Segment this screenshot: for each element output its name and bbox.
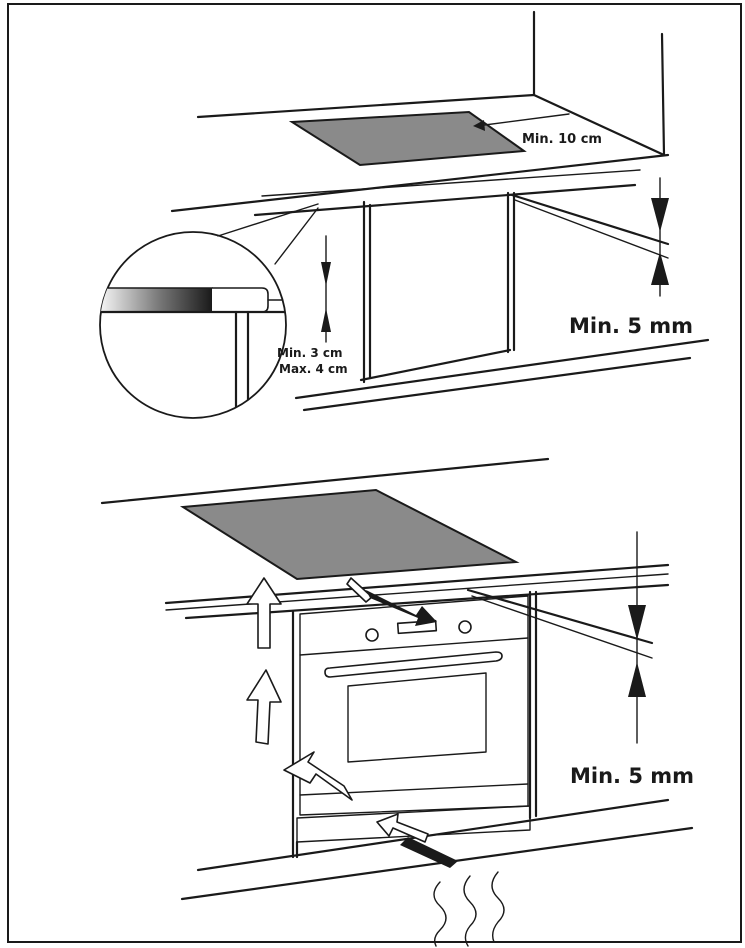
oven-knob-right <box>458 620 472 634</box>
air-inlet-arrow <box>376 813 458 868</box>
hob-top <box>288 110 527 167</box>
airflow-diag-arrow <box>283 751 353 801</box>
airflow-up-arrow-1 <box>246 577 282 649</box>
airflow-up-arrow-2 <box>246 669 282 745</box>
top-side-gap-label: Min. 10 cm <box>522 132 602 147</box>
top-clearance-label: Min. 5 mm <box>569 314 693 338</box>
side-gap-arrow <box>473 113 570 131</box>
worktop-section <box>100 287 213 313</box>
air-outlet-arrow <box>346 577 437 626</box>
hob-bottom <box>179 488 520 581</box>
top-clearance-dimension <box>651 177 669 297</box>
bottom-scene: Min. 5 mm <box>100 457 694 947</box>
detail-min-label: Min. 3 cm <box>277 346 342 360</box>
top-scene: Min. 10 cm Min. 5 mm <box>170 10 710 412</box>
detail-magnifier: Min. 3 cm Max. 4 cm <box>99 203 348 419</box>
oven-handle <box>324 651 503 678</box>
magnifier-circle <box>99 231 287 419</box>
bottom-clearance-dimension <box>628 531 646 744</box>
detail-max-label: Max. 4 cm <box>279 362 348 376</box>
page-frame <box>7 3 742 943</box>
oven-knob-left <box>365 628 379 642</box>
heat-waves <box>433 871 505 947</box>
detail-dimension <box>321 235 331 343</box>
bottom-clearance-label: Min. 5 mm <box>570 764 694 788</box>
